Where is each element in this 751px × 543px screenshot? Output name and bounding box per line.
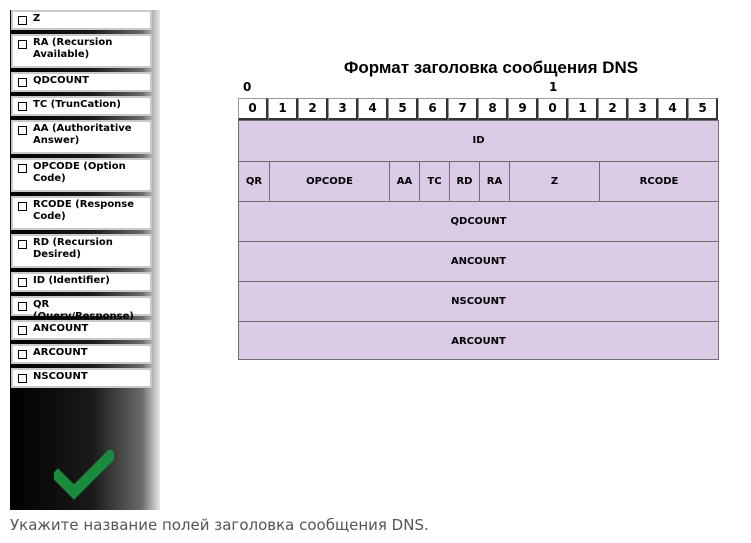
checkbox-icon[interactable] <box>18 40 27 49</box>
label-ra[interactable]: RA (Recursion Available) <box>11 34 152 68</box>
field-rd[interactable]: RD <box>449 162 479 201</box>
checkbox-icon[interactable] <box>18 240 27 249</box>
diagram-title: Формат заголовка сообщения DNS <box>343 58 639 77</box>
bit-number: 3 <box>628 98 658 120</box>
checkbox-icon[interactable] <box>18 202 27 211</box>
bit-number: 2 <box>598 98 628 120</box>
label-text: OPCODE (Option Code) <box>33 161 126 184</box>
label-opcode[interactable]: OPCODE (Option Code) <box>11 158 152 192</box>
bit-number: 6 <box>418 98 448 120</box>
bit-number: 5 <box>388 98 418 120</box>
label-text: TC (TrunCation) <box>33 99 121 110</box>
field-z[interactable]: Z <box>509 162 599 201</box>
row-ancount: ANCOUNT <box>239 241 718 281</box>
field-rcode[interactable]: RCODE <box>599 162 718 201</box>
label-text: Z <box>33 13 41 24</box>
label-id[interactable]: ID (Identifier) <box>11 272 152 292</box>
checkbox-icon[interactable] <box>18 164 27 173</box>
label-aa[interactable]: AA (Authoritative Answer) <box>11 120 152 154</box>
field-opcode[interactable]: OPCODE <box>269 162 389 201</box>
bit-number: 5 <box>688 98 718 120</box>
bit-number: 7 <box>448 98 478 120</box>
bit-number: 3 <box>328 98 358 120</box>
row-id: ID <box>239 121 718 161</box>
bit-number: 1 <box>268 98 298 120</box>
bit-marker-zero: 0 <box>243 80 252 94</box>
checkbox-icon[interactable] <box>18 278 27 287</box>
label-qr[interactable]: QR (Query/Response) <box>11 296 152 322</box>
bit-number: 1 <box>568 98 598 120</box>
label-z[interactable]: Z <box>11 10 152 30</box>
field-id[interactable]: ID <box>472 135 485 146</box>
label-text: NSCOUNT <box>33 371 88 382</box>
field-ancount[interactable]: ANCOUNT <box>450 256 507 267</box>
label-text: RA (Recursion Available) <box>33 37 113 60</box>
checkbox-icon[interactable] <box>18 126 27 135</box>
instruction-text: Укажите название полей заголовка сообщен… <box>10 516 429 534</box>
field-arcount[interactable]: ARCOUNT <box>451 336 506 347</box>
checkbox-icon[interactable] <box>18 374 27 383</box>
field-ra[interactable]: RA <box>479 162 509 201</box>
label-rd[interactable]: RD (Recursion Desired) <box>11 234 152 268</box>
label-text: ID (Identifier) <box>33 275 110 286</box>
field-aa[interactable]: AA <box>389 162 419 201</box>
field-qr[interactable]: QR <box>245 176 263 187</box>
bit-number: 4 <box>658 98 688 120</box>
field-tc[interactable]: TC <box>419 162 449 201</box>
label-text: AA (Authoritative Answer) <box>33 123 132 146</box>
label-text: RCODE (Response Code) <box>33 199 135 222</box>
checkbox-icon[interactable] <box>18 302 27 311</box>
row-arcount: ARCOUNT <box>239 321 718 361</box>
field-nscount[interactable]: NSCOUNT <box>451 296 506 307</box>
label-tc[interactable]: TC (TrunCation) <box>11 96 152 116</box>
bit-number: 0 <box>238 98 268 120</box>
label-rcode[interactable]: RCODE (Response Code) <box>11 196 152 230</box>
bit-marker-one: 1 <box>549 80 558 94</box>
dns-header-table: ID QR OPCODE AA TC RD RA Z RCODE QDCOUNT… <box>238 120 719 360</box>
label-text: QR (Query/Response) <box>33 299 134 322</box>
label-qdcount[interactable]: QDCOUNT <box>11 72 152 92</box>
label-text: RD (Recursion Desired) <box>33 237 113 260</box>
checkbox-icon[interactable] <box>18 102 27 111</box>
label-arcount[interactable]: ARCOUNT <box>11 344 152 364</box>
row-qdcount: QDCOUNT <box>239 201 718 241</box>
checkbox-icon[interactable] <box>18 326 27 335</box>
label-ancount[interactable]: ANCOUNT <box>11 320 152 340</box>
bit-number: 9 <box>508 98 538 120</box>
label-text: ANCOUNT <box>33 323 89 334</box>
checkbox-icon[interactable] <box>18 350 27 359</box>
checkbox-icon[interactable] <box>18 78 27 87</box>
label-palette: Z RA (Recursion Available) QDCOUNT TC (T… <box>10 10 160 510</box>
label-text: ARCOUNT <box>33 347 88 358</box>
bit-number: 0 <box>538 98 568 120</box>
bit-number: 8 <box>478 98 508 120</box>
row-nscount: NSCOUNT <box>239 281 718 321</box>
field-qdcount[interactable]: QDCOUNT <box>450 216 507 227</box>
checkbox-icon[interactable] <box>18 16 27 25</box>
checkmark-icon[interactable] <box>54 450 114 500</box>
bit-number: 4 <box>358 98 388 120</box>
bit-number: 2 <box>298 98 328 120</box>
label-text: QDCOUNT <box>33 75 89 86</box>
label-nscount[interactable]: NSCOUNT <box>11 368 152 388</box>
row-flags: QR OPCODE AA TC RD RA Z RCODE <box>239 161 718 201</box>
